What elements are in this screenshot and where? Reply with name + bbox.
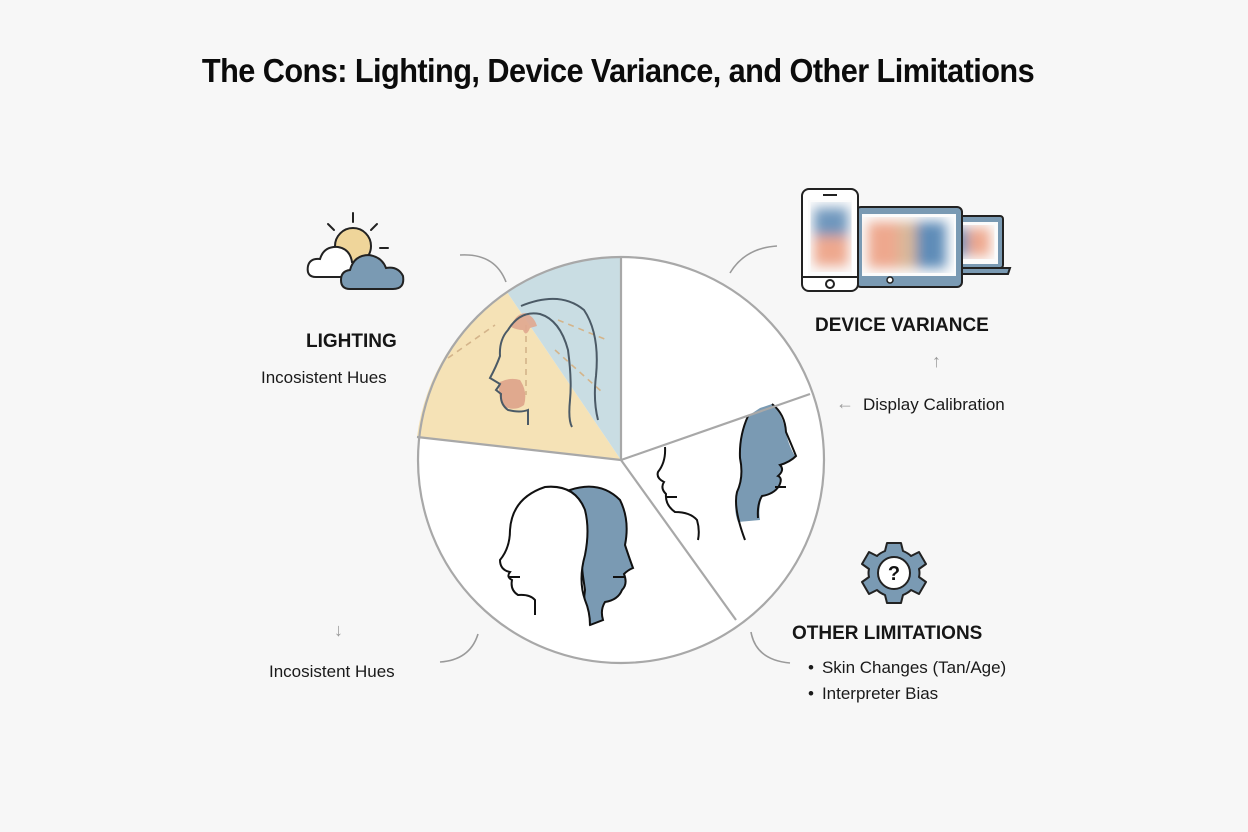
lighting-heading: LIGHTING [306,331,397,352]
device-variance-heading: DEVICE VARIANCE [815,315,989,336]
profile-comparison-illustration [656,403,798,541]
arrow-down-icon: ↓ [334,620,343,640]
pie-dividers [416,257,811,621]
sun-cloud-icon [306,212,405,290]
lighting-head-illustration [447,297,608,428]
other-limitations-heading: OTHER LIMITATIONS [792,623,983,644]
devices-icon [801,188,1012,292]
device-variance-subtitle: Display Calibration [863,395,1005,414]
list-item: Skin Changes (Tan/Age) [808,655,1006,681]
arrow-up-icon: ↑ [932,351,941,371]
page-title: The Cons: Lighting, Device Variance, and… [201,52,1035,89]
dual-heads-illustration [498,485,635,627]
arrow-left-icon: ← [836,393,854,413]
lower-left-subtitle: Incosistent Hues [269,662,395,681]
other-limitations-list: Skin Changes (Tan/Age) Interpreter Bias [808,655,1006,707]
list-item: Interpreter Bias [808,681,1006,707]
gear-question-icon: ? [861,542,927,604]
lighting-subtitle: Incosistent Hues [261,368,387,387]
svg-text:?: ? [888,563,900,585]
connector-arcs [439,245,791,664]
pie-chart [416,255,826,665]
connector-other [750,631,791,664]
connector-device [729,245,778,274]
connector-lighting [459,254,507,283]
connector-lower-left [439,633,479,663]
